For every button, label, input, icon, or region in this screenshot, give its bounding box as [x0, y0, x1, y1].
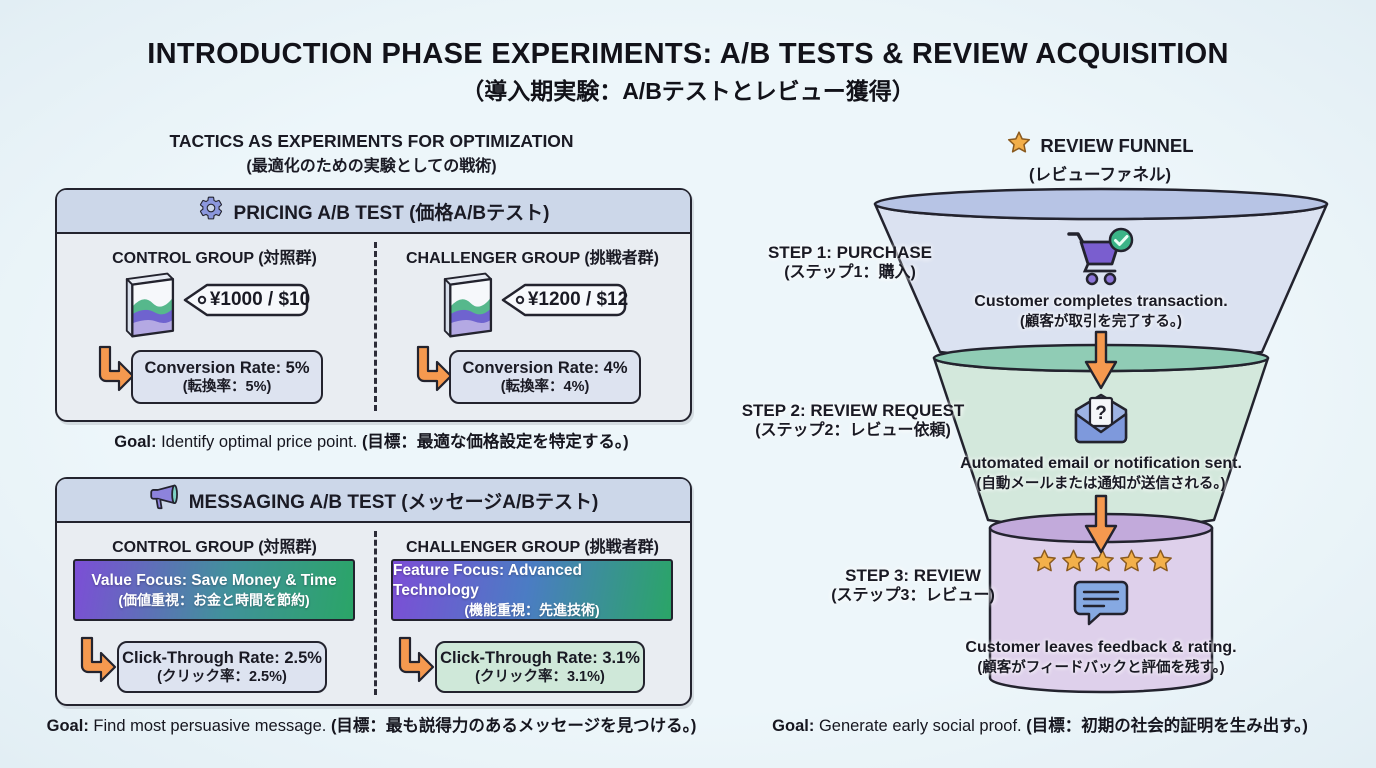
- group-title: CONTROL GROUP (対照群): [112, 539, 317, 556]
- messaging-card-body: CONTROL GROUP (対照群) Value Focus: Save Mo…: [57, 523, 690, 703]
- left-section-heading: TACTICS AS EXPERIMENTS FOR OPTIMIZATION …: [55, 131, 688, 176]
- banner-text-jp: (機能重視：先進技術): [464, 602, 600, 619]
- step3-label: STEP 3: REVIEW (ステップ3：レビュー): [818, 565, 1008, 606]
- banner-text-jp: (価値重視：お金と時間を節約): [118, 591, 310, 608]
- messaging-challenger-group: CHALLENGER GROUP (挑戦者群) Feature Focus: A…: [375, 523, 690, 703]
- goal-text-en: Identify optimal price point.: [161, 433, 358, 451]
- pricing-control-group: CONTROL GROUP (対照群): [57, 234, 372, 419]
- caption-jp: (顧客が取引を完了する。): [1020, 313, 1182, 330]
- pricing-card-header: PRICING A/B TEST (価格A/Bテスト): [57, 190, 690, 234]
- dashed-divider: [373, 531, 377, 695]
- goal-label: Goal:: [772, 717, 815, 735]
- message-banner: Feature Focus: Advanced Technology (機能重視…: [391, 559, 673, 621]
- price-tag-icon: ¥1200 / $12: [499, 282, 631, 318]
- metric-value-jp: (クリック率：3.1%): [475, 669, 605, 686]
- elbow-arrow-icon: [75, 635, 117, 685]
- step-label-en: STEP 3: REVIEW: [845, 566, 981, 585]
- group-title: CONTROL GROUP (対照群): [112, 250, 317, 267]
- click-through-rate-box: Click-Through Rate: 3.1% (クリック率：3.1%): [435, 641, 645, 693]
- five-stars-icon: [1031, 548, 1174, 575]
- price-value: ¥1000 / $10: [209, 289, 311, 310]
- funnel-title: REVIEW FUNNEL: [1040, 134, 1194, 156]
- pricing-goal: Goal: Identify optimal price point. (目標：…: [55, 428, 688, 452]
- elbow-arrow-icon: [93, 344, 135, 394]
- envelope-question-char: ?: [1095, 403, 1107, 424]
- step1-caption: Customer completes transaction. (顧客が取引を完…: [921, 292, 1281, 332]
- step3-caption: Customer leaves feedback & rating. (顧客がフ…: [901, 638, 1301, 678]
- step-label-jp: (ステップ3：レビュー): [831, 587, 995, 605]
- conversion-rate-box: Conversion Rate: 4% (転換率：4%): [449, 350, 641, 404]
- banner-text-en: Feature Focus: Advanced Technology: [393, 561, 582, 599]
- banner-text-en: Value Focus: Save Money & Time: [91, 571, 337, 589]
- caption-en: Automated email or notification sent.: [960, 455, 1242, 472]
- speech-bubble-icon: [1072, 578, 1130, 631]
- caption-en: Customer completes transaction.: [974, 293, 1228, 310]
- shopping-cart-check-icon: [1061, 226, 1141, 293]
- caption-jp: (自動メールまたは通知が送信される。): [976, 475, 1226, 492]
- step-label-en: STEP 1: PURCHASE: [767, 243, 933, 262]
- price-tag-icon: ¥1000 / $10: [181, 282, 313, 318]
- page-title: INTRODUCTION PHASE EXPERIMENTS: A/B TEST…: [147, 38, 1229, 70]
- review-funnel-diagram: Customer completes transaction. (顧客が取引を完…: [860, 186, 1340, 696]
- elbow-arrow-icon: [411, 344, 453, 394]
- click-through-rate-box: Click-Through Rate: 2.5% (クリック率：2.5%): [117, 641, 327, 693]
- metric-value-en: Click-Through Rate: 3.1%: [440, 648, 640, 667]
- messaging-card-title: MESSAGING A/B TEST (メッセージA/Bテスト): [188, 491, 599, 513]
- group-title: CHALLENGER GROUP (挑戦者群): [405, 539, 660, 556]
- conversion-rate-box: Conversion Rate: 5% (転換率：5%): [131, 350, 323, 404]
- envelope-question-icon: ?: [1070, 388, 1132, 451]
- price-value: ¥1200 / $12: [527, 289, 629, 310]
- goal-text-jp: (目標：最適な価格設定を特定する。): [361, 433, 629, 451]
- caption-jp: (顧客がフィードバックと評価を残す。): [977, 659, 1225, 676]
- metric-value-jp: (クリック率：2.5%): [157, 669, 287, 686]
- star-icon: [1006, 130, 1032, 161]
- goal-label: Goal:: [114, 433, 157, 451]
- down-arrow-icon: [1083, 330, 1119, 397]
- message-banner: Value Focus: Save Money & Time (価値重視：お金と…: [73, 559, 355, 621]
- product-box-icon: [119, 268, 177, 340]
- product-box-icon: [437, 268, 495, 340]
- messaging-card-header: MESSAGING A/B TEST (メッセージA/Bテスト): [57, 479, 690, 523]
- funnel-goal: Goal: Generate early social proof. (目標：初…: [755, 712, 1325, 736]
- page-subtitle: （導入期実験：A/Bテストとレビュー獲得）: [461, 78, 915, 104]
- dashed-divider: [373, 242, 377, 411]
- pricing-ab-test-card: PRICING A/B TEST (価格A/Bテスト) CONTROL GROU…: [55, 188, 692, 422]
- elbow-arrow-icon: [393, 635, 435, 685]
- megaphone-icon: [149, 483, 179, 517]
- funnel-step1-rim: [873, 187, 1329, 221]
- left-section-subtitle: (最適化のための実験としての戦術): [246, 158, 497, 175]
- goal-text-jp: (目標：最も説得力のあるメッセージを見つける。): [330, 717, 697, 735]
- gear-icon: [198, 195, 224, 227]
- goal-label: Goal:: [46, 717, 89, 735]
- messaging-goal: Goal: Find most persuasive message. (目標：…: [40, 712, 703, 736]
- metric-value-en: Conversion Rate: 5%: [144, 358, 310, 377]
- pricing-card-body: CONTROL GROUP (対照群): [57, 234, 690, 419]
- step2-label: STEP 2: REVIEW REQUEST (ステップ2：レビュー依頼): [728, 400, 978, 441]
- funnel-heading: REVIEW FUNNEL (レビューファネル): [940, 130, 1260, 185]
- metric-value-en: Conversion Rate: 4%: [462, 358, 628, 377]
- step-label-en: STEP 2: REVIEW REQUEST: [741, 401, 965, 420]
- metric-value-jp: (転換率：4%): [500, 379, 590, 396]
- metric-value-jp: (転換率：5%): [182, 379, 272, 396]
- left-section-title: TACTICS AS EXPERIMENTS FOR OPTIMIZATION: [169, 131, 574, 151]
- group-title: CHALLENGER GROUP (挑戦者群): [405, 250, 660, 267]
- metric-value-en: Click-Through Rate: 2.5%: [122, 648, 322, 667]
- goal-text-en: Find most persuasive message.: [93, 717, 327, 735]
- funnel-subtitle: (レビューファネル): [1029, 166, 1171, 184]
- goal-text-en: Generate early social proof.: [818, 717, 1022, 735]
- caption-en: Customer leaves feedback & rating.: [965, 639, 1237, 656]
- messaging-control-group: CONTROL GROUP (対照群) Value Focus: Save Mo…: [57, 523, 372, 703]
- messaging-ab-test-card: MESSAGING A/B TEST (メッセージA/Bテスト) CONTROL…: [55, 477, 692, 706]
- goal-text-jp: (目標：初期の社会的証明を生み出す。): [1026, 717, 1308, 735]
- step2-caption: Automated email or notification sent. (自…: [891, 454, 1311, 494]
- step1-label: STEP 1: PURCHASE (ステップ1：購入): [755, 242, 945, 283]
- step-label-jp: (ステップ1：購入): [784, 264, 916, 282]
- down-arrow-icon: [1083, 494, 1119, 561]
- pricing-challenger-group: CHALLENGER GROUP (挑戦者群): [375, 234, 690, 419]
- step-label-jp: (ステップ2：レビュー依頼): [755, 422, 951, 440]
- pricing-card-title: PRICING A/B TEST (価格A/Bテスト): [233, 202, 550, 224]
